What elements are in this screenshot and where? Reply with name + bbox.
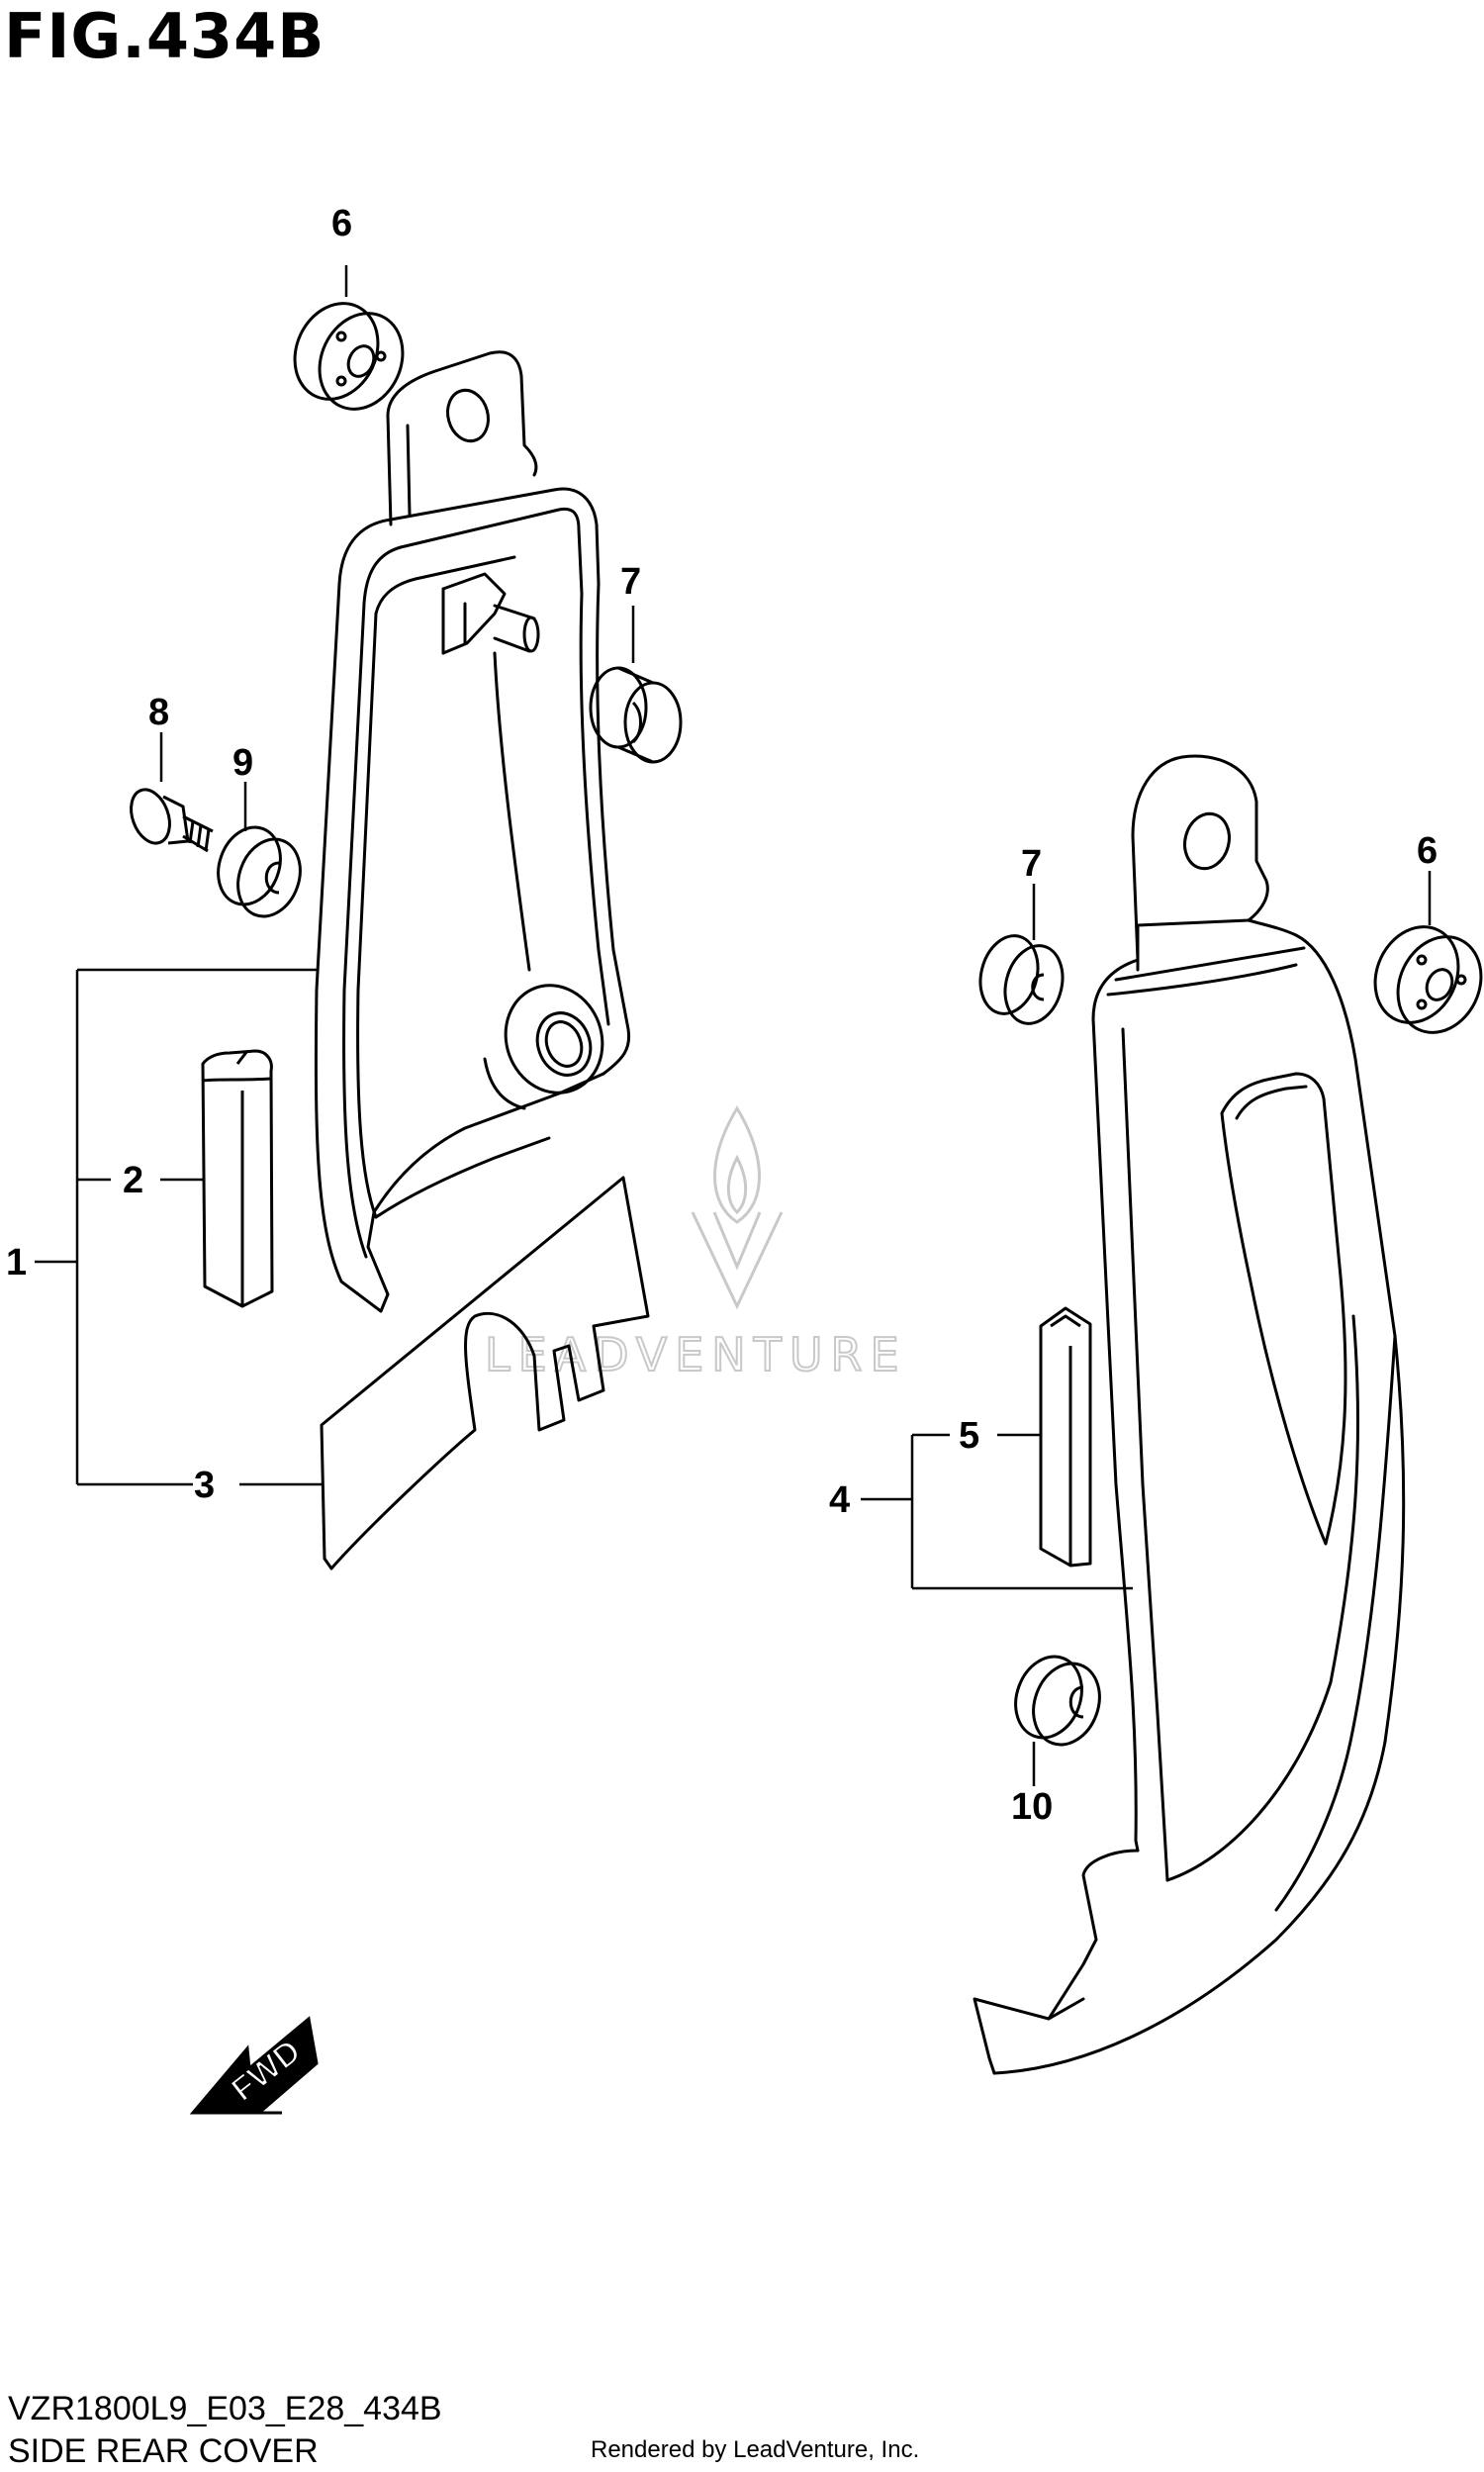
rendered-by-credit: Rendered by LeadVenture, Inc.: [591, 2436, 920, 2463]
grommet-7-right: [978, 934, 1065, 1025]
left-pad: [320, 1176, 650, 1570]
figure-title: FIG.434B: [4, 0, 325, 72]
grommet-10: [1014, 1655, 1101, 1747]
left-leader-lines: [35, 265, 635, 1486]
left-side-cover: [314, 350, 631, 1313]
watermark-logo: [691, 1105, 784, 1310]
callout-7-left: 7: [620, 561, 641, 603]
grommet-6-right: [1373, 925, 1483, 1034]
grommet-7-left: [589, 666, 683, 764]
callout-3: 3: [194, 1465, 215, 1506]
right-leader-lines: [861, 871, 1432, 1786]
callout-2: 2: [123, 1160, 143, 1201]
callout-7-right: 7: [1021, 843, 1042, 885]
callout-8: 8: [148, 692, 169, 733]
diagram-code: VZR1800L9_E03_E28_434B: [8, 2390, 442, 2427]
callout-1: 1: [6, 1242, 27, 1284]
forward-arrow: [189, 2016, 319, 2115]
callout-9: 9: [232, 742, 253, 784]
callout-4: 4: [829, 1479, 850, 1521]
right-trim-strip: [1039, 1306, 1092, 1568]
callout-6-right: 6: [1417, 830, 1438, 872]
diagram-caption: SIDE REAR COVER: [8, 2432, 319, 2470]
callout-6-left: 6: [331, 203, 352, 244]
grommet-9: [217, 825, 302, 918]
right-side-cover: [973, 754, 1406, 2075]
callout-5: 5: [959, 1415, 979, 1457]
watermark-text: LEADVENTURE: [485, 1328, 907, 1381]
callout-10: 10: [1011, 1786, 1053, 1828]
grommet-6-left: [293, 302, 405, 411]
left-trim-strip: [201, 1049, 274, 1308]
bolt-8: [130, 788, 214, 853]
